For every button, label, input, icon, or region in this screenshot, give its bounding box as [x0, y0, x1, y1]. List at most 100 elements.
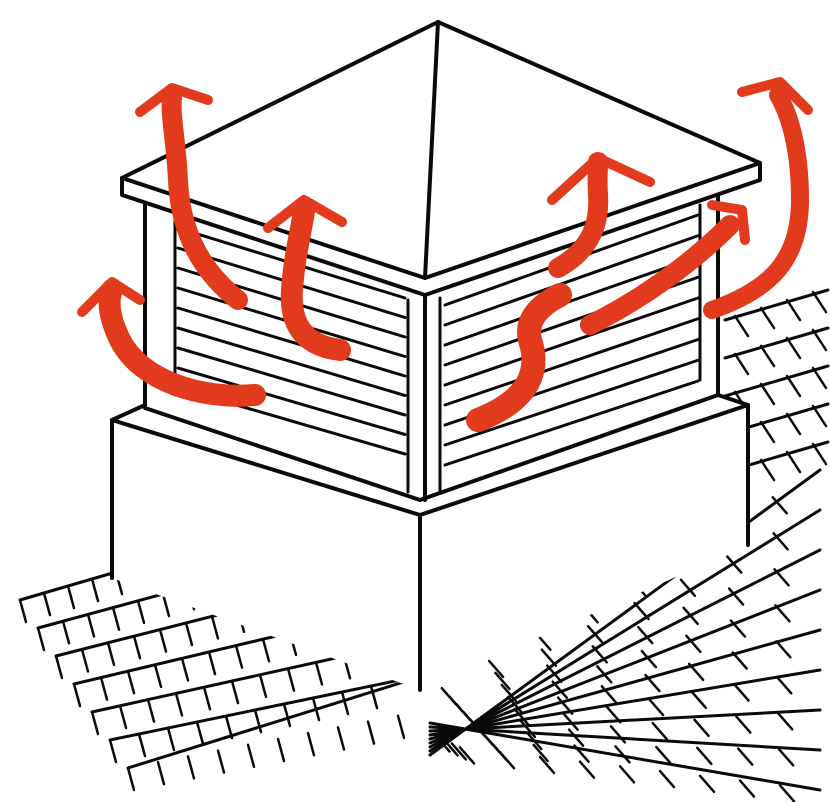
shingle-tab — [689, 664, 703, 680]
shingle-tab — [168, 728, 174, 750]
shingle-tab — [735, 685, 749, 701]
shingle-tab — [620, 766, 634, 782]
shingle-row — [430, 670, 820, 735]
shingle-tab — [338, 727, 344, 749]
shingle-tab — [813, 330, 826, 350]
shingle-tab — [500, 752, 514, 768]
shingle-tab — [761, 422, 774, 442]
shingle-tab — [787, 376, 800, 396]
shingle-tab — [284, 704, 290, 726]
shingle-tab — [778, 713, 792, 729]
shingle-tab — [787, 452, 800, 472]
shingle-tab — [588, 626, 602, 642]
shingle-tab — [108, 643, 114, 665]
shingle-tab — [128, 671, 134, 693]
shingle-tab — [260, 675, 266, 697]
shingle-tab — [649, 699, 663, 715]
shingle-tab — [569, 730, 583, 746]
shingle-tab — [308, 733, 314, 755]
shingle-row — [725, 328, 828, 358]
shingle-tab — [775, 569, 789, 585]
shingle-tab — [263, 639, 269, 661]
shingle-tab — [813, 368, 826, 388]
shingle-tab — [63, 621, 69, 643]
shingle-tab — [368, 722, 374, 744]
shingle-tab — [74, 684, 80, 706]
shingle-tab — [218, 751, 224, 773]
shingle-tab — [813, 444, 826, 464]
shingle-tab — [761, 346, 774, 366]
shingle-tab — [44, 593, 50, 615]
shingle-tab — [182, 658, 188, 680]
shingle-tab — [134, 636, 140, 658]
shingle-tab — [736, 717, 750, 733]
shingle-tab — [278, 739, 284, 761]
shingle-row — [430, 723, 820, 790]
shingle-tab — [342, 692, 348, 714]
shingle-tab — [761, 308, 774, 328]
shingle-tab — [204, 687, 210, 709]
shingle-tab — [138, 601, 144, 623]
shingle-tab — [288, 669, 294, 691]
shingle-tab — [787, 414, 800, 434]
shingle-tab — [684, 608, 698, 624]
shingle-tab — [197, 722, 203, 744]
shingle-tab — [92, 579, 98, 601]
shingle-tab — [776, 641, 790, 657]
shingle-tab — [787, 338, 800, 358]
shingle-tab — [209, 652, 215, 674]
shingle-tab — [660, 771, 674, 787]
shingle-tab — [779, 749, 793, 765]
shingle-tab — [738, 749, 752, 765]
shingle-tab — [212, 616, 218, 638]
shingle-tab — [188, 756, 194, 778]
shingle-tab — [733, 653, 747, 669]
shingle-tab — [697, 748, 711, 764]
shingle-tab — [176, 693, 182, 715]
shingle-tab — [113, 608, 119, 630]
shingle-tab — [580, 762, 594, 778]
shingle-tab — [82, 649, 88, 671]
shingle-tab — [20, 600, 26, 622]
shingle-tab — [88, 614, 94, 636]
shingle-tab — [564, 714, 578, 730]
shingle-tab — [92, 712, 98, 734]
shingle-tab — [68, 586, 74, 608]
shingle-tab — [656, 747, 670, 763]
shingle-tab — [398, 716, 404, 738]
shingle-tab — [158, 762, 164, 784]
shingle-tab — [787, 300, 800, 320]
shingle-tab — [542, 650, 556, 666]
shingle-tab — [38, 628, 44, 650]
shingle-tab — [120, 706, 126, 728]
shingle-tab — [148, 700, 154, 722]
shingle-tab — [155, 665, 161, 687]
shingle-tab — [761, 460, 774, 480]
shingle-tab — [761, 384, 774, 404]
shingle-tab — [735, 354, 748, 374]
shingle-tab — [236, 646, 242, 668]
shingle-tab — [547, 666, 561, 682]
shingle-tab — [780, 785, 794, 801]
shingle-tab — [56, 656, 62, 678]
shingle-tab — [735, 316, 748, 336]
shingle-tab — [695, 720, 709, 736]
shingle-tab — [110, 740, 116, 762]
shingle-tab — [316, 662, 322, 684]
shingle-row — [725, 366, 828, 396]
shingle-tab — [232, 681, 238, 703]
shingle-tab — [740, 781, 754, 797]
shingle-tab — [611, 726, 625, 742]
shingle-tab — [775, 605, 789, 621]
shingle-tab — [813, 406, 826, 426]
shingle-tab — [160, 630, 166, 652]
shingle-tab — [813, 292, 826, 312]
shingle-tab — [692, 692, 706, 708]
shingle-tab — [777, 677, 791, 693]
shingle-tab — [101, 678, 107, 700]
shingle-tab — [186, 623, 192, 645]
shingle-tab — [597, 666, 611, 682]
shingle-tab — [139, 734, 145, 756]
